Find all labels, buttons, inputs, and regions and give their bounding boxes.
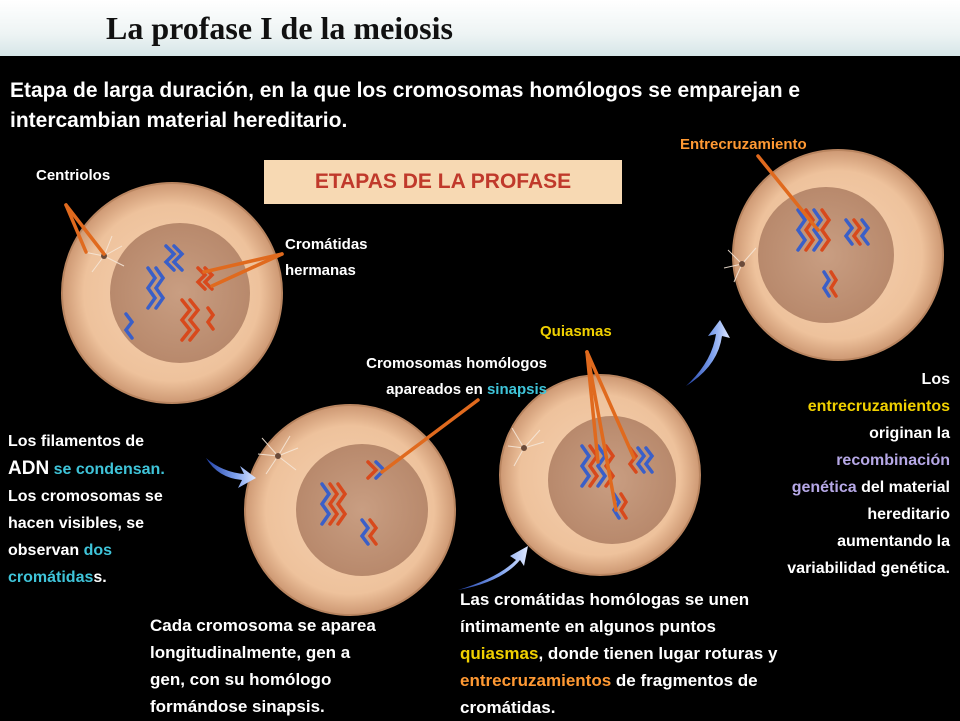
text-line: hacen visibles, se bbox=[8, 515, 145, 532]
arrow-icon bbox=[458, 546, 528, 590]
text-line: quiasmas, donde tienen lugar roturas y bbox=[460, 640, 880, 667]
pointer-centriole-1 bbox=[64, 203, 106, 256]
pointer-quiasma-2 bbox=[585, 350, 618, 512]
highlight-genetica: genética bbox=[791, 479, 857, 496]
text-line: longitudinalmente, gen a bbox=[150, 643, 351, 662]
text-line: gen, con su homólogo bbox=[150, 670, 332, 689]
cell-leptotene bbox=[61, 182, 283, 404]
text-span: del material bbox=[856, 479, 950, 496]
text-span: ADN bbox=[8, 458, 50, 479]
aster-icon bbox=[723, 247, 757, 283]
label-entrecruzamiento: Entrecruzamiento bbox=[680, 136, 807, 153]
arrow-icon bbox=[206, 458, 256, 488]
highlight-dos: dos bbox=[83, 542, 113, 559]
text-span: , donde tienen lugar roturas y bbox=[538, 644, 778, 663]
highlight-quiasmas: quiasmas bbox=[460, 644, 539, 663]
text-span: s. bbox=[93, 569, 107, 586]
text-leptotene: Los filamentos de ADN se condensan. Los … bbox=[8, 428, 218, 591]
aster-icon bbox=[507, 427, 545, 467]
pointer-lines bbox=[64, 154, 820, 512]
text-zygotene: Cada cromosoma se aparea longitudinalmen… bbox=[150, 612, 440, 720]
text-line: formándose sinapsis. bbox=[150, 697, 325, 716]
pointer-centriole-2 bbox=[64, 203, 88, 254]
text-line: íntimamente en algunos puntos bbox=[460, 617, 716, 636]
highlight-condensan: se condensan. bbox=[49, 461, 165, 478]
label-homologos: Cromosomas homólogos apareados en sinaps… bbox=[291, 351, 547, 403]
highlight-recombinacion: recombinación bbox=[836, 452, 950, 469]
text-line: Los filamentos de bbox=[8, 433, 145, 450]
centriole-icon bbox=[739, 261, 745, 267]
label-cromatidas-hermanas: Cromátidas hermanas bbox=[285, 232, 368, 284]
label-quiasmas: Quiasmas bbox=[540, 323, 612, 340]
aster-icon bbox=[83, 235, 125, 273]
text-line: Cada cromosoma se aparea bbox=[150, 616, 376, 635]
text-line: observan dos bbox=[8, 537, 218, 564]
text-line: cromátidass. bbox=[8, 564, 218, 591]
pointer-quiasma-3 bbox=[585, 350, 636, 460]
centriole-icon bbox=[275, 453, 281, 459]
intro-text: Etapa de larga duración, en la que los c… bbox=[10, 79, 801, 132]
page-title: La profase I de la meiosis bbox=[106, 10, 453, 46]
text-span: de fragmentos de bbox=[611, 671, 758, 690]
arrow-icon bbox=[686, 320, 730, 386]
label-line: Cromátidas bbox=[285, 236, 368, 253]
pointer-entrecruzamiento bbox=[756, 154, 820, 232]
text-line: genética del material bbox=[720, 474, 950, 501]
cell-pachytene bbox=[499, 374, 701, 576]
aster-icon bbox=[257, 435, 299, 475]
highlight-entrecruzamientos-right: entrecruzamientos bbox=[807, 398, 950, 415]
text-line: entrecruzamientos de fragmentos de bbox=[460, 667, 880, 694]
stages-box: ETAPAS DE LA PROFASE bbox=[264, 160, 622, 204]
text-line: Los bbox=[921, 371, 950, 388]
title-bar bbox=[0, 0, 960, 56]
text-pachytene: Las cromátidas homólogas se unen íntimam… bbox=[460, 586, 880, 721]
highlight-cromatidas: cromátidas bbox=[8, 569, 94, 586]
text-diplotene: Los entrecruzamientos originan la recomb… bbox=[720, 366, 950, 582]
cell-zygotene bbox=[244, 404, 456, 616]
pointer-cromatidas-1 bbox=[202, 252, 284, 274]
text-span: apareados en bbox=[386, 381, 487, 398]
text-line: originan la bbox=[869, 425, 950, 442]
label-line: hermanas bbox=[285, 262, 356, 279]
highlight-sinapsis: sinapsis bbox=[486, 381, 547, 398]
text-line: hereditario bbox=[867, 506, 950, 523]
text-line: ADN se condensan. bbox=[8, 455, 218, 483]
text-line: cromátidas. bbox=[460, 698, 556, 717]
label-centriolos: Centriolos bbox=[36, 167, 111, 184]
pointer-sinapsis bbox=[380, 398, 480, 474]
text-span: observan bbox=[8, 542, 84, 559]
text-line: Los cromosomas se bbox=[8, 488, 163, 505]
pointer-cromatidas-2 bbox=[210, 252, 284, 288]
highlight-entrecruzamientos: entrecruzamientos bbox=[460, 671, 612, 690]
text-line: variabilidad genética. bbox=[787, 560, 950, 577]
centriole-icon bbox=[521, 445, 527, 451]
cell-diplotene bbox=[723, 149, 944, 361]
label-line: apareados en sinapsis bbox=[291, 377, 547, 403]
label-line: Cromosomas homólogos bbox=[366, 355, 547, 372]
text-line: Las cromátidas homólogas se unen bbox=[460, 590, 750, 609]
text-line: aumentando la bbox=[837, 533, 950, 550]
